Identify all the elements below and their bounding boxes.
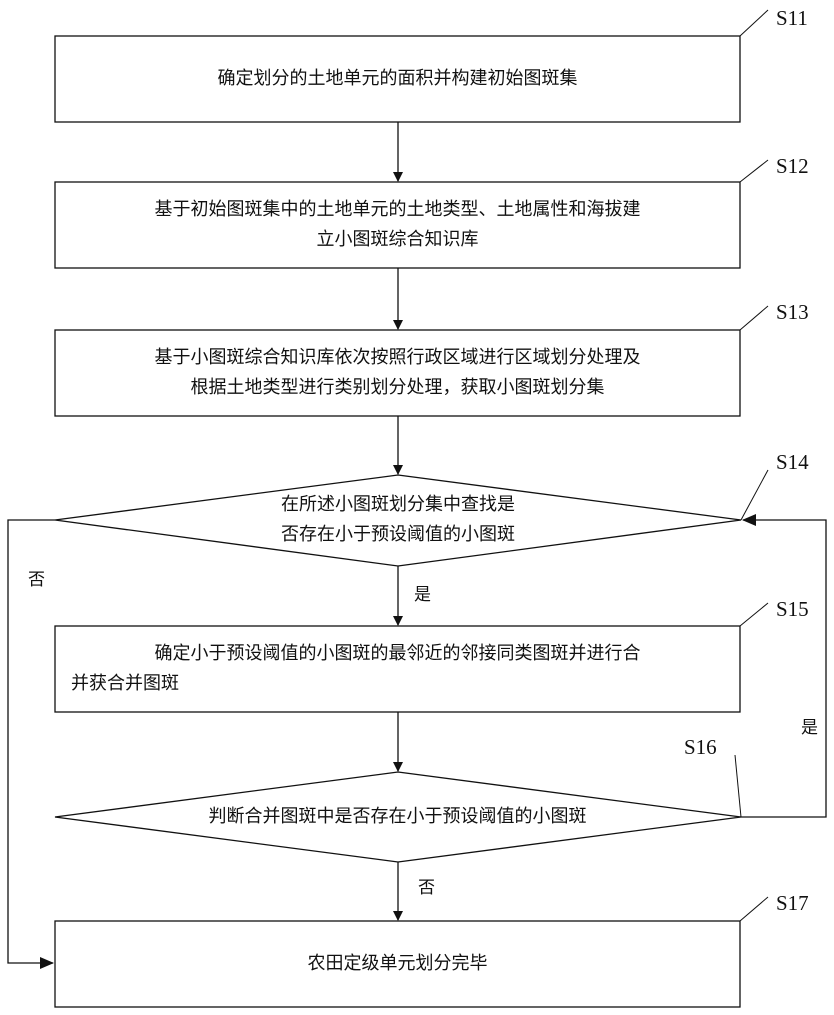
edge-label-s14-yes: 是 xyxy=(414,580,431,605)
edge-label-s14-no: 否 xyxy=(28,565,45,590)
s15-text-line1: 确定小于预设阈值的小图斑的最邻近的邻接同类图斑并进行合 xyxy=(55,639,740,669)
step-number-s14: S14 xyxy=(776,450,809,475)
step-number-s15: S15 xyxy=(776,597,809,622)
s12-text-line2: 立小图斑综合知识库 xyxy=(55,225,740,255)
s11-text: 确定划分的土地单元的面积并构建初始图斑集 xyxy=(55,65,740,93)
edge-label-s16-no: 否 xyxy=(418,873,435,898)
step-number-s17: S17 xyxy=(776,891,809,916)
step-number-s11: S11 xyxy=(776,6,808,31)
s13-text-line2: 根据土地类型进行类别划分处理，获取小图斑划分集 xyxy=(55,373,740,403)
s15-text-line2: 并获合并图斑 xyxy=(55,669,740,699)
leader-s15 xyxy=(740,603,768,626)
leader-s12 xyxy=(740,160,768,182)
step-number-s13: S13 xyxy=(776,300,809,325)
arrow-s16-yes-to-s14 xyxy=(741,520,826,817)
s14-text: 在所述小图斑划分集中查找是 否存在小于预设阈值的小图斑 xyxy=(198,490,598,550)
leader-s13 xyxy=(740,306,768,330)
s16-text: 判断合并图斑中是否存在小于预设阈值的小图斑 xyxy=(55,803,740,831)
s14-text-line2: 否存在小于预设阈值的小图斑 xyxy=(198,520,598,550)
leader-s17 xyxy=(740,897,768,921)
step-number-s16: S16 xyxy=(684,735,717,760)
leader-s11 xyxy=(740,10,768,36)
s12-text-line1: 基于初始图斑集中的土地单元的土地类型、土地属性和海拔建 xyxy=(55,195,740,225)
s12-text: 基于初始图斑集中的土地单元的土地类型、土地属性和海拔建 立小图斑综合知识库 xyxy=(55,195,740,255)
edge-label-s16-yes: 是 xyxy=(801,713,818,738)
leader-s14 xyxy=(741,470,768,520)
step-number-s12: S12 xyxy=(776,154,809,179)
s17-text: 农田定级单元划分完毕 xyxy=(55,950,740,978)
s13-text-line1: 基于小图斑综合知识库依次按照行政区域进行区域划分处理及 xyxy=(55,343,740,373)
s14-text-line1: 在所述小图斑划分集中查找是 xyxy=(198,490,598,520)
s13-text: 基于小图斑综合知识库依次按照行政区域进行区域划分处理及 根据土地类型进行类别划分… xyxy=(55,343,740,403)
s15-text: 确定小于预设阈值的小图斑的最邻近的邻接同类图斑并进行合 并获合并图斑 xyxy=(55,639,740,699)
